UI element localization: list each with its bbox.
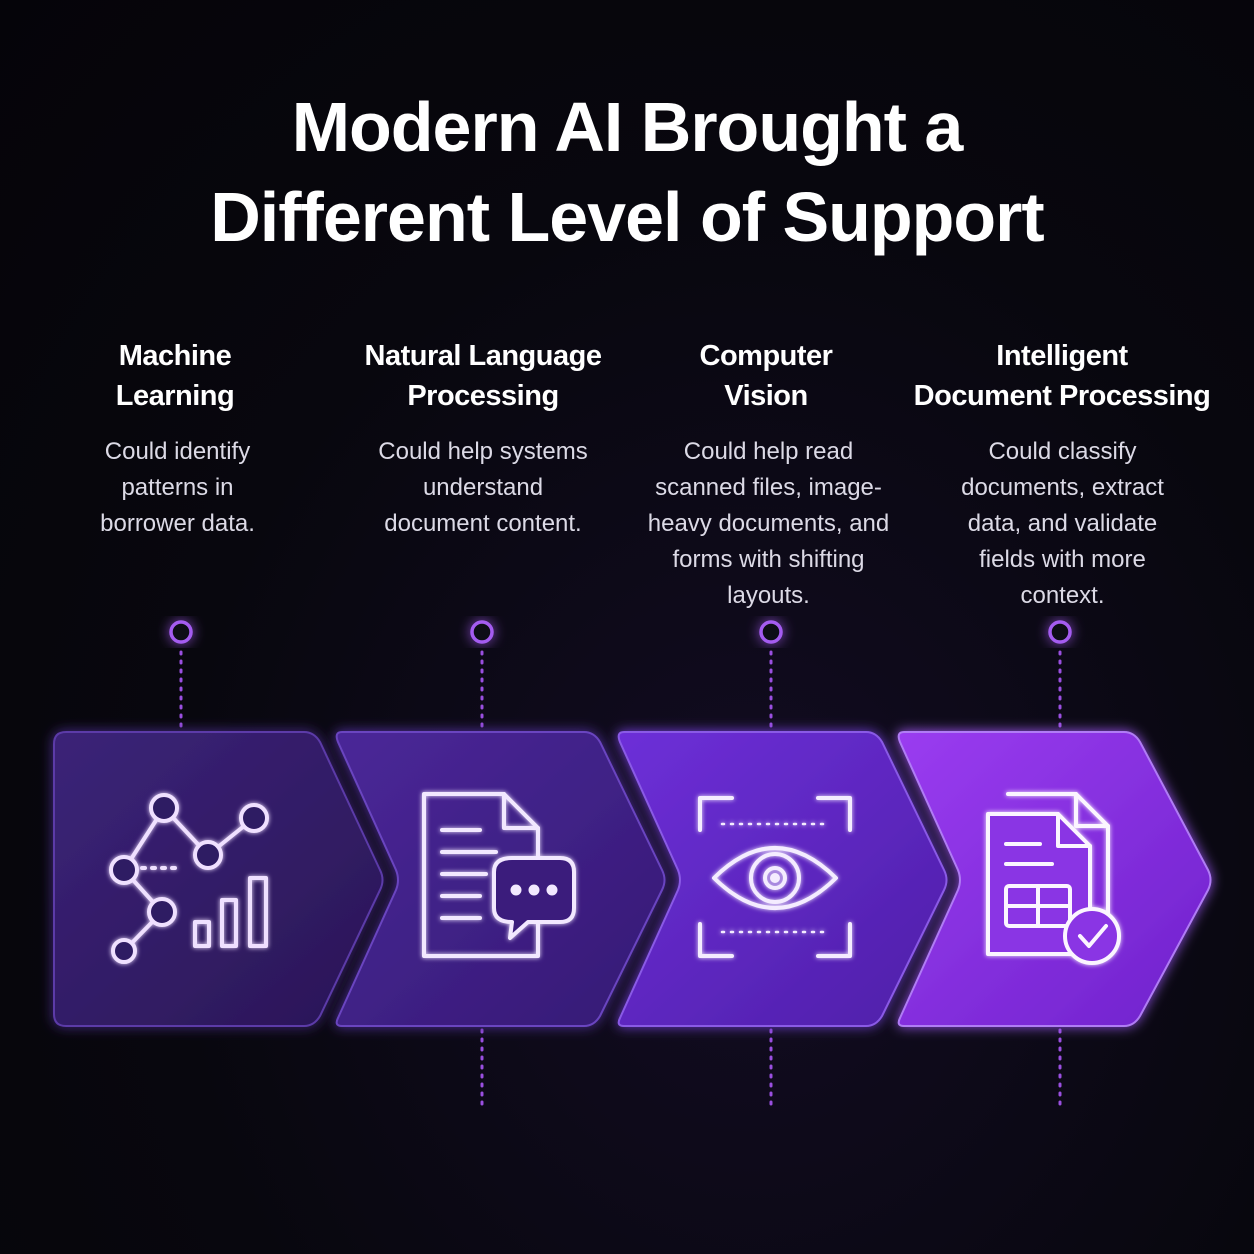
- chevron-step-1: [53, 731, 384, 1027]
- step-4-heading: Intelligent Document Processing: [912, 336, 1212, 416]
- connectors: [179, 650, 1062, 1112]
- page-title: Modern AI Brought a Different Level of S…: [0, 82, 1254, 262]
- document-table-check-icon: [986, 792, 1121, 965]
- connector-dot-3: [759, 620, 783, 644]
- step-4-heading-line-1: Intelligent: [996, 340, 1128, 372]
- step-2-heading: Natural Language Processing: [333, 336, 633, 416]
- step-3-heading: Computer Vision: [616, 336, 916, 416]
- step-1-heading-line-2: Learning: [115, 380, 235, 412]
- step-3-heading-line-2: Vision: [724, 380, 808, 412]
- step-1-description: Could identify patterns in borrower data…: [100, 438, 255, 537]
- chevron-step-3: [617, 731, 948, 1027]
- eye-scan-icon: [698, 796, 852, 958]
- connector-dot-4: [1048, 620, 1072, 644]
- step-1-heading: Machine Learning: [25, 336, 325, 416]
- step-3-heading-line-1: Computer: [699, 340, 833, 372]
- title-line-2: Different Level of Support: [210, 178, 1044, 256]
- connector-dot-1: [169, 620, 193, 644]
- step-4-description: Could classify documents, extract data, …: [961, 438, 1164, 609]
- step-2-heading-line-1: Natural Language: [364, 340, 602, 372]
- step-3-description: Could help read scanned files, image- he…: [647, 438, 890, 609]
- step-2-description: Could help systems understand document c…: [378, 438, 588, 537]
- network-chart-icon: [109, 793, 269, 964]
- step-1-heading-line-1: Machine: [118, 340, 232, 372]
- connector-dot-2: [470, 620, 494, 644]
- connector-dots: [169, 620, 1072, 644]
- step-2-heading-line-2: Processing: [407, 380, 559, 412]
- title-line-1: Modern AI Brought a: [291, 88, 964, 166]
- step-4-heading-line-2: Document Processing: [913, 380, 1211, 412]
- document-chat-icon: [422, 792, 576, 958]
